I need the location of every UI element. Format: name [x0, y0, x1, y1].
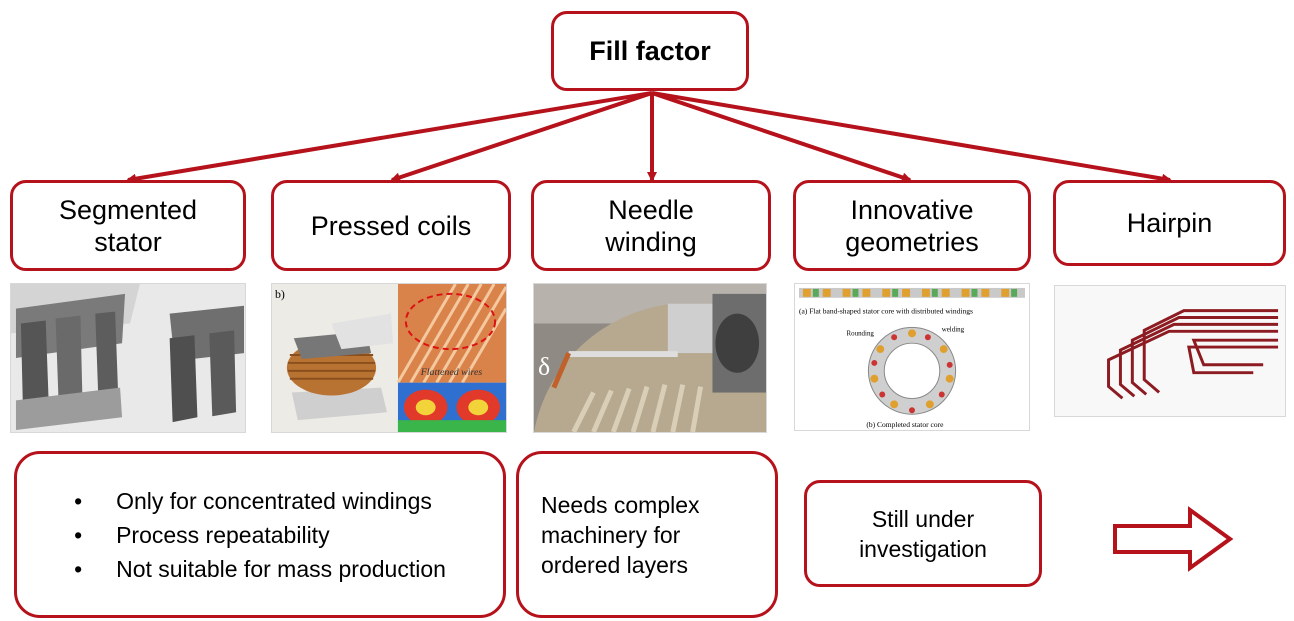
arrow-to-segmented-stator	[126, 91, 653, 184]
note-innovative-geometries: Still under investigation	[804, 480, 1042, 587]
note-line: Still under	[871, 505, 975, 532]
note-segmented-stator: • Only for concentrated windings • Process…	[14, 451, 506, 618]
category-segmented-stator: Segmented stator	[10, 180, 246, 271]
caption-a: (a) Flat band-shaped stator core with di…	[799, 307, 973, 316]
category-label-line1: Segmented	[58, 194, 198, 225]
needle-winding-photo: δ	[533, 283, 767, 433]
category-label-line1: Innovative	[850, 194, 974, 225]
note-line: Needs complex	[541, 491, 700, 518]
hollow-right-arrow-icon	[1113, 506, 1234, 572]
root-node: Fill factor	[551, 11, 749, 91]
delta-symbol: δ	[538, 352, 550, 381]
category-label-line2: stator	[94, 226, 162, 257]
pressed-coils-photo: b) Flattened wires	[271, 283, 507, 433]
category-label-line2: winding	[605, 226, 697, 257]
bullet-list: • Only for concentrated windings • Process…	[74, 484, 446, 586]
note-line: ordered layers	[541, 551, 689, 578]
category-needle-winding: Needle winding	[531, 180, 771, 271]
note-needle-winding: Needs complex machinery for ordered laye…	[516, 451, 778, 618]
category-pressed-coils: Pressed coils	[271, 180, 511, 271]
category-label-line1: Hairpin	[1126, 208, 1213, 238]
bullet-item: • Not suitable for mass production	[74, 552, 446, 586]
inset-label: Flattened wires	[420, 367, 483, 378]
category-innovative-geometries: Innovative geometries	[793, 180, 1031, 271]
category-hairpin: Hairpin	[1053, 180, 1286, 266]
bullet-text: Not suitable for mass production	[116, 555, 446, 582]
bullet-text: Only for concentrated windings	[116, 487, 432, 514]
bullet-symbol: •	[74, 487, 83, 514]
bullet-text: Process repeatability	[116, 521, 330, 548]
note-line: investigation	[859, 535, 987, 562]
caption-b: (b) Completed stator core	[866, 420, 944, 429]
root-label: Fill factor	[589, 35, 711, 66]
arrow-to-hairpin	[651, 91, 1172, 184]
label-rounding: Rounding	[847, 330, 875, 337]
panel-tag: b)	[275, 287, 285, 301]
category-label-line1: Needle	[608, 194, 694, 225]
segmented-stator-photo	[10, 283, 246, 433]
arrow-to-pressed-coils	[390, 91, 653, 183]
category-label-line2: geometries	[845, 226, 979, 257]
note-line: machinery for	[541, 521, 681, 548]
arrow-to-innovative-geometries	[651, 91, 912, 183]
bullet-item: • Process repeatability	[74, 518, 446, 552]
label-welding: welding	[942, 326, 965, 333]
innovative-geometries-photo: (a) Flat band-shaped stator core with di…	[794, 283, 1030, 431]
bullet-item: • Only for concentrated windings	[74, 484, 446, 518]
bullet-symbol: •	[74, 521, 83, 548]
hairpin-photo	[1054, 285, 1286, 417]
bullet-symbol: •	[74, 555, 83, 582]
category-label-line1: Pressed coils	[310, 210, 472, 241]
